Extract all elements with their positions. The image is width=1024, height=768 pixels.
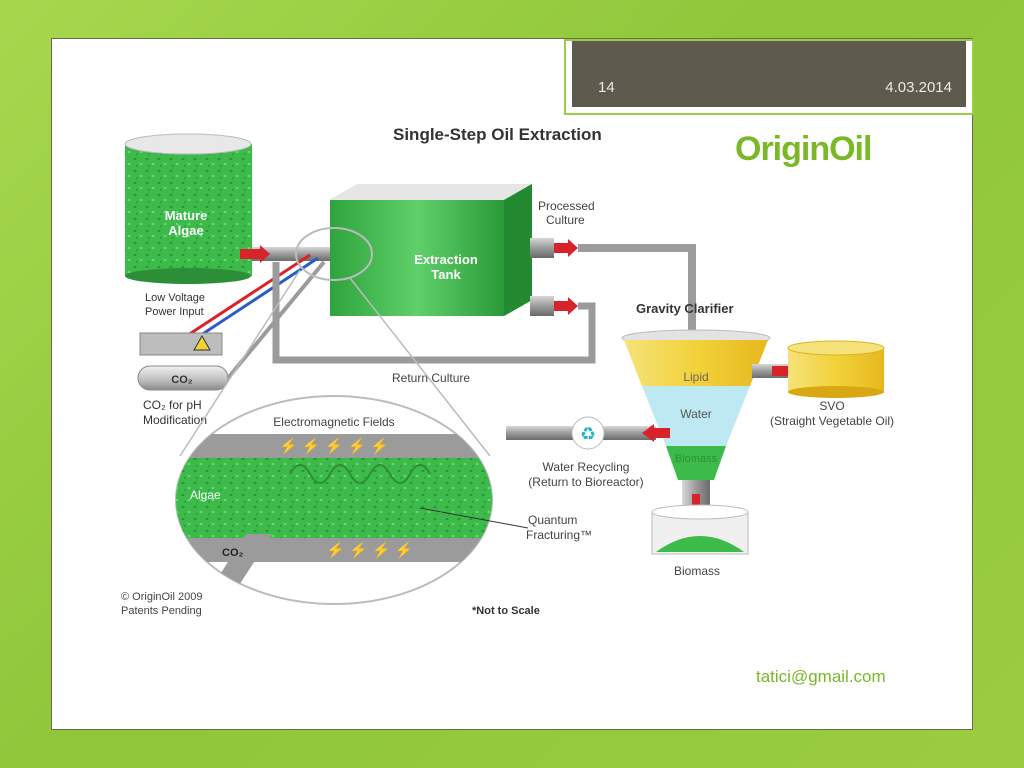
copyright-text: © OriginOil 2009 — [121, 591, 202, 603]
svo-tank — [787, 340, 885, 398]
magnified-view: Electromagnetic Fields ⚡ ⚡ ⚡ ⚡ ⚡ ⚡ ⚡ ⚡ ⚡… — [175, 395, 493, 605]
input-arrow — [240, 245, 270, 263]
mature-algae-tank: Mature Algae — [124, 133, 252, 284]
processed-culture-arrow — [554, 239, 578, 257]
zoom-line-left — [179, 269, 301, 457]
slide-date: 4.03.2014 — [885, 79, 952, 96]
processed-culture-label-1: Processed — [538, 199, 595, 213]
mature-algae-label-1: Mature — [165, 208, 208, 223]
power-line-red — [184, 253, 311, 339]
quantum-pointer — [419, 507, 529, 529]
electromagnetic-fields-label: Electromagnetic Fields — [273, 415, 394, 429]
gravity-clarifier: Lipid Water Biomass — [621, 329, 771, 508]
return-culture-label: Return Culture — [392, 371, 470, 385]
mature-algae-label-2: Algae — [168, 223, 203, 238]
return-nozzle — [530, 296, 554, 316]
biomass-label: Biomass — [674, 564, 720, 578]
svo-sublabel: (Straight Vegetable Oil) — [770, 414, 894, 428]
quantum-label-2: Fracturing™ — [526, 528, 592, 542]
svo-label: SVO — [819, 399, 844, 413]
biomass-layer-label: Biomass — [675, 453, 718, 465]
slide-header: 14 4.03.2014 — [564, 39, 974, 115]
svg-text:♻: ♻ — [580, 424, 596, 444]
co2-ph-label-2: Modification — [143, 413, 207, 427]
header-bar: 14 4.03.2014 — [572, 41, 966, 107]
low-voltage-label-2: Power Input — [145, 306, 204, 318]
not-to-scale-note: *Not to Scale — [472, 605, 540, 617]
gravity-clarifier-label: Gravity Clarifier — [636, 301, 734, 316]
originoil-logo: OriginOil — [735, 130, 871, 168]
zoom-line-right — [349, 277, 491, 457]
extraction-tank: Extraction Tank — [330, 184, 532, 316]
magnifier-circle — [295, 227, 373, 281]
water-recycling-arrow — [642, 424, 670, 442]
biomass-tank — [651, 504, 749, 555]
processed-culture-label-2: Culture — [546, 213, 585, 227]
lightning-top-icon: ⚡ ⚡ ⚡ ⚡ ⚡ — [279, 437, 389, 455]
co2-tank-label: CO₂ — [171, 374, 193, 386]
return-arrow — [554, 297, 578, 315]
extraction-tank-label-1: Extraction — [414, 252, 478, 267]
lipid-label: Lipid — [683, 370, 708, 384]
power-line-blue — [194, 256, 319, 341]
algae-label: Algae — [190, 488, 221, 502]
slide-number: 14 — [598, 79, 615, 96]
extraction-tank-label-2: Tank — [431, 267, 461, 282]
diagram-title: Single-Step Oil Extraction — [393, 125, 602, 144]
lightning-bottom-icon: ⚡ ⚡ ⚡ ⚡ — [326, 541, 413, 559]
low-voltage-label-1: Low Voltage — [145, 292, 205, 304]
water-recycling-label: Water Recycling — [543, 460, 630, 474]
water-recycling-sublabel: (Return to Bioreactor) — [528, 475, 643, 489]
quantum-label-1: Quantum — [528, 513, 577, 527]
co2-pipe-label: CO₂ — [222, 547, 244, 559]
recycle-icon: ♻ — [571, 416, 605, 450]
return-culture-pipe — [272, 262, 596, 364]
patents-text: Patents Pending — [121, 605, 202, 617]
email-link[interactable]: tatici@gmail.com — [756, 667, 886, 686]
water-label: Water — [680, 407, 712, 421]
processed-culture-nozzle — [530, 238, 554, 258]
power-box — [139, 332, 223, 356]
co2-tank: CO₂ — [137, 365, 229, 391]
co2-ph-label-1: CO₂ for pH — [143, 398, 202, 412]
processed-culture-pipe — [578, 244, 696, 334]
